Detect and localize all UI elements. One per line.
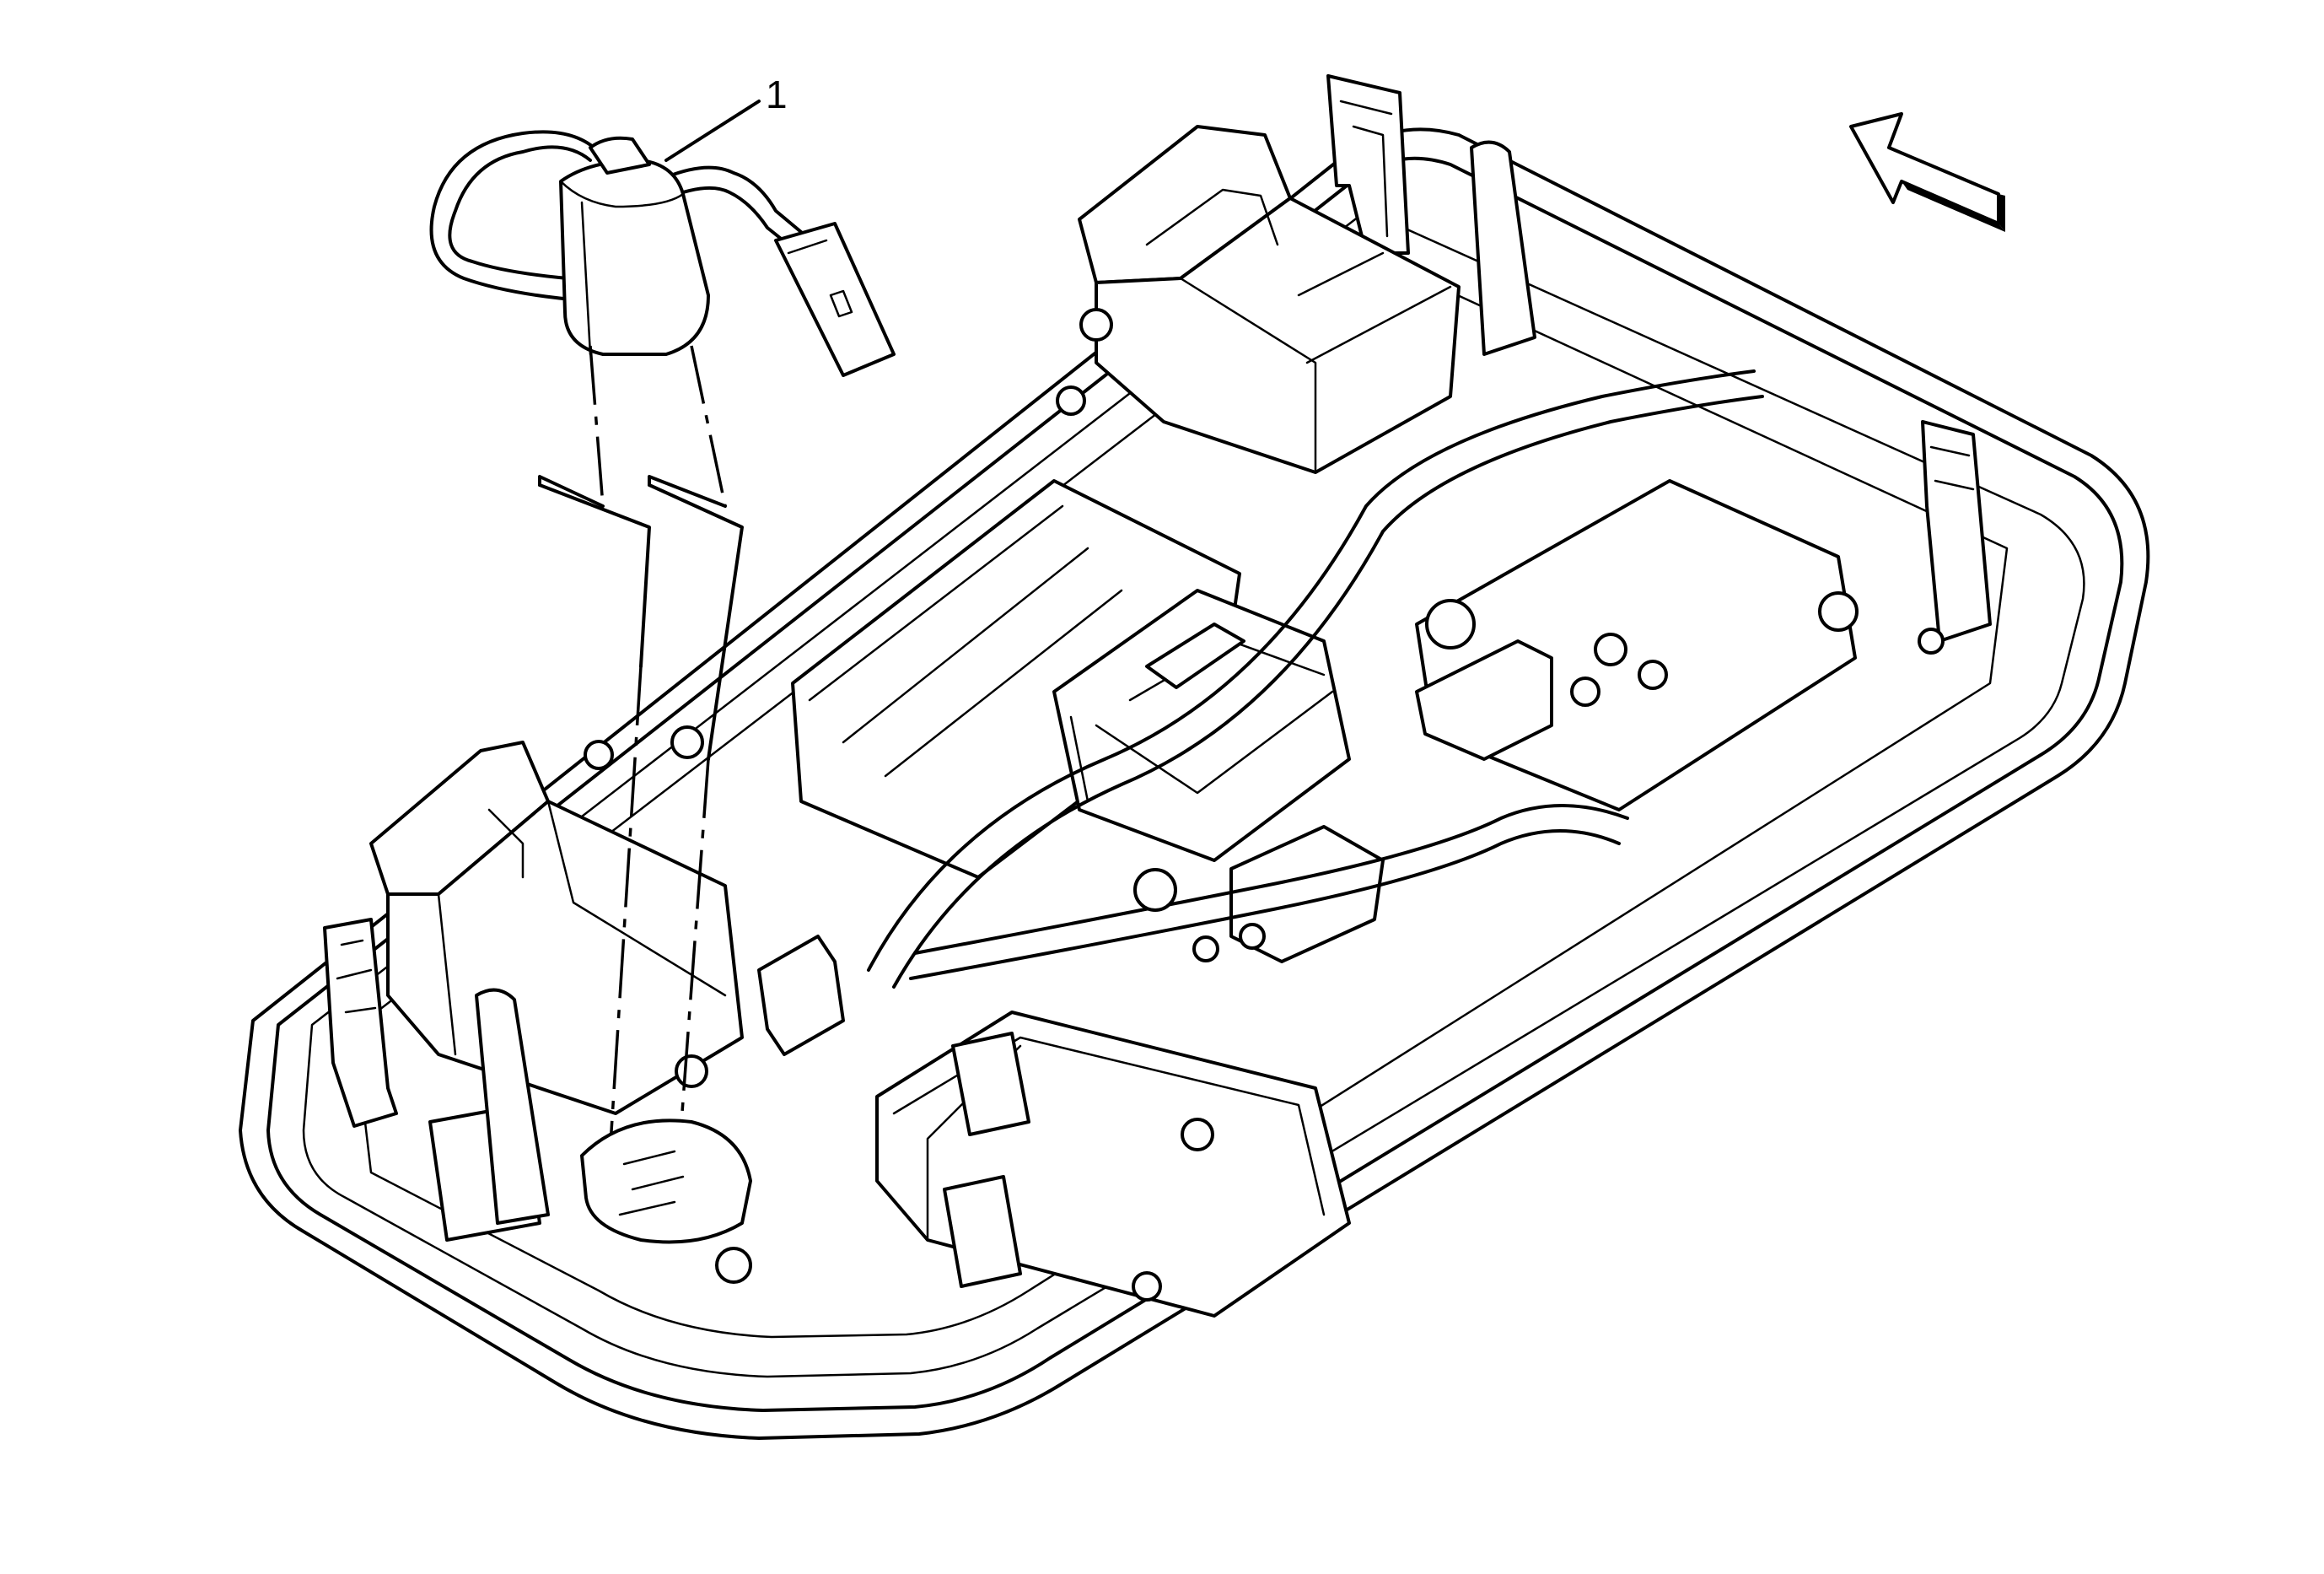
screw-boss	[1181, 1118, 1214, 1151]
main-connector	[1052, 589, 1351, 862]
right-retainer-clip	[1921, 420, 1992, 643]
callout-label: 1	[766, 73, 788, 116]
screw-boss-group	[584, 308, 1945, 1302]
screw-boss	[670, 725, 704, 759]
screw-boss	[584, 740, 614, 770]
left-fin	[475, 988, 550, 1225]
screw-boss	[675, 1054, 708, 1088]
front-direction-arrow-icon	[1849, 112, 2005, 232]
left-lamp-housing	[369, 741, 744, 1115]
screw-boss	[1079, 308, 1113, 342]
upper-lamp-housing	[1078, 125, 1461, 474]
callout-1: 1	[664, 73, 788, 162]
console-housing	[239, 127, 2150, 1440]
sensor-mount-pocket	[580, 1119, 752, 1244]
screw-boss	[1918, 628, 1945, 655]
callout-leader-line	[664, 100, 761, 162]
circuit-board	[1229, 479, 1857, 963]
screw-boss	[1818, 591, 1859, 632]
sensor-assembly	[429, 130, 896, 377]
screw-boss	[1570, 676, 1600, 707]
screw-boss	[1638, 660, 1668, 690]
screw-boss	[1133, 868, 1177, 912]
screw-boss	[1425, 599, 1476, 650]
screw-boss	[1056, 385, 1086, 416]
screw-boss	[715, 1247, 752, 1284]
screw-boss	[1239, 923, 1266, 950]
screw-boss	[1594, 633, 1627, 666]
lower-lamp-housing	[875, 1011, 1351, 1318]
screw-boss	[1192, 935, 1219, 962]
screw-boss	[1132, 1271, 1162, 1302]
top-fin	[1470, 140, 1536, 356]
wiring-harness	[757, 369, 1764, 1056]
